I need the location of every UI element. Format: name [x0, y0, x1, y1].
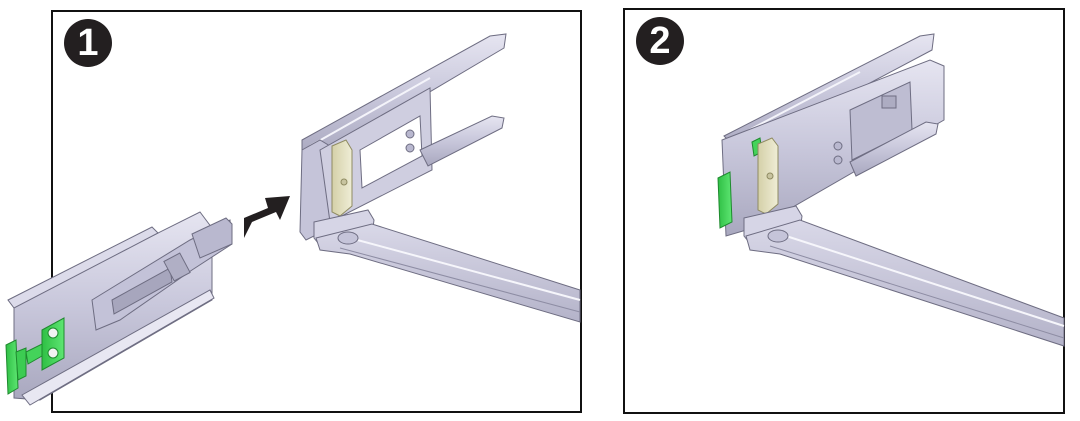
- latch-clip: [331, 139, 353, 217]
- green-release-tab: [717, 137, 763, 229]
- step-2-badge: 2: [636, 17, 684, 65]
- green-release-tab: [5, 317, 65, 395]
- slide-rail-connector: [5, 211, 233, 406]
- step-1-badge: 1: [64, 19, 112, 67]
- cma-connector: [299, 33, 581, 323]
- step-1-illustration: [5, 33, 581, 406]
- latch-clip: [757, 137, 779, 215]
- assembled-connector: [717, 33, 1065, 347]
- arrow-right-up-icon: [244, 196, 290, 238]
- step-2-illustration: [717, 33, 1065, 347]
